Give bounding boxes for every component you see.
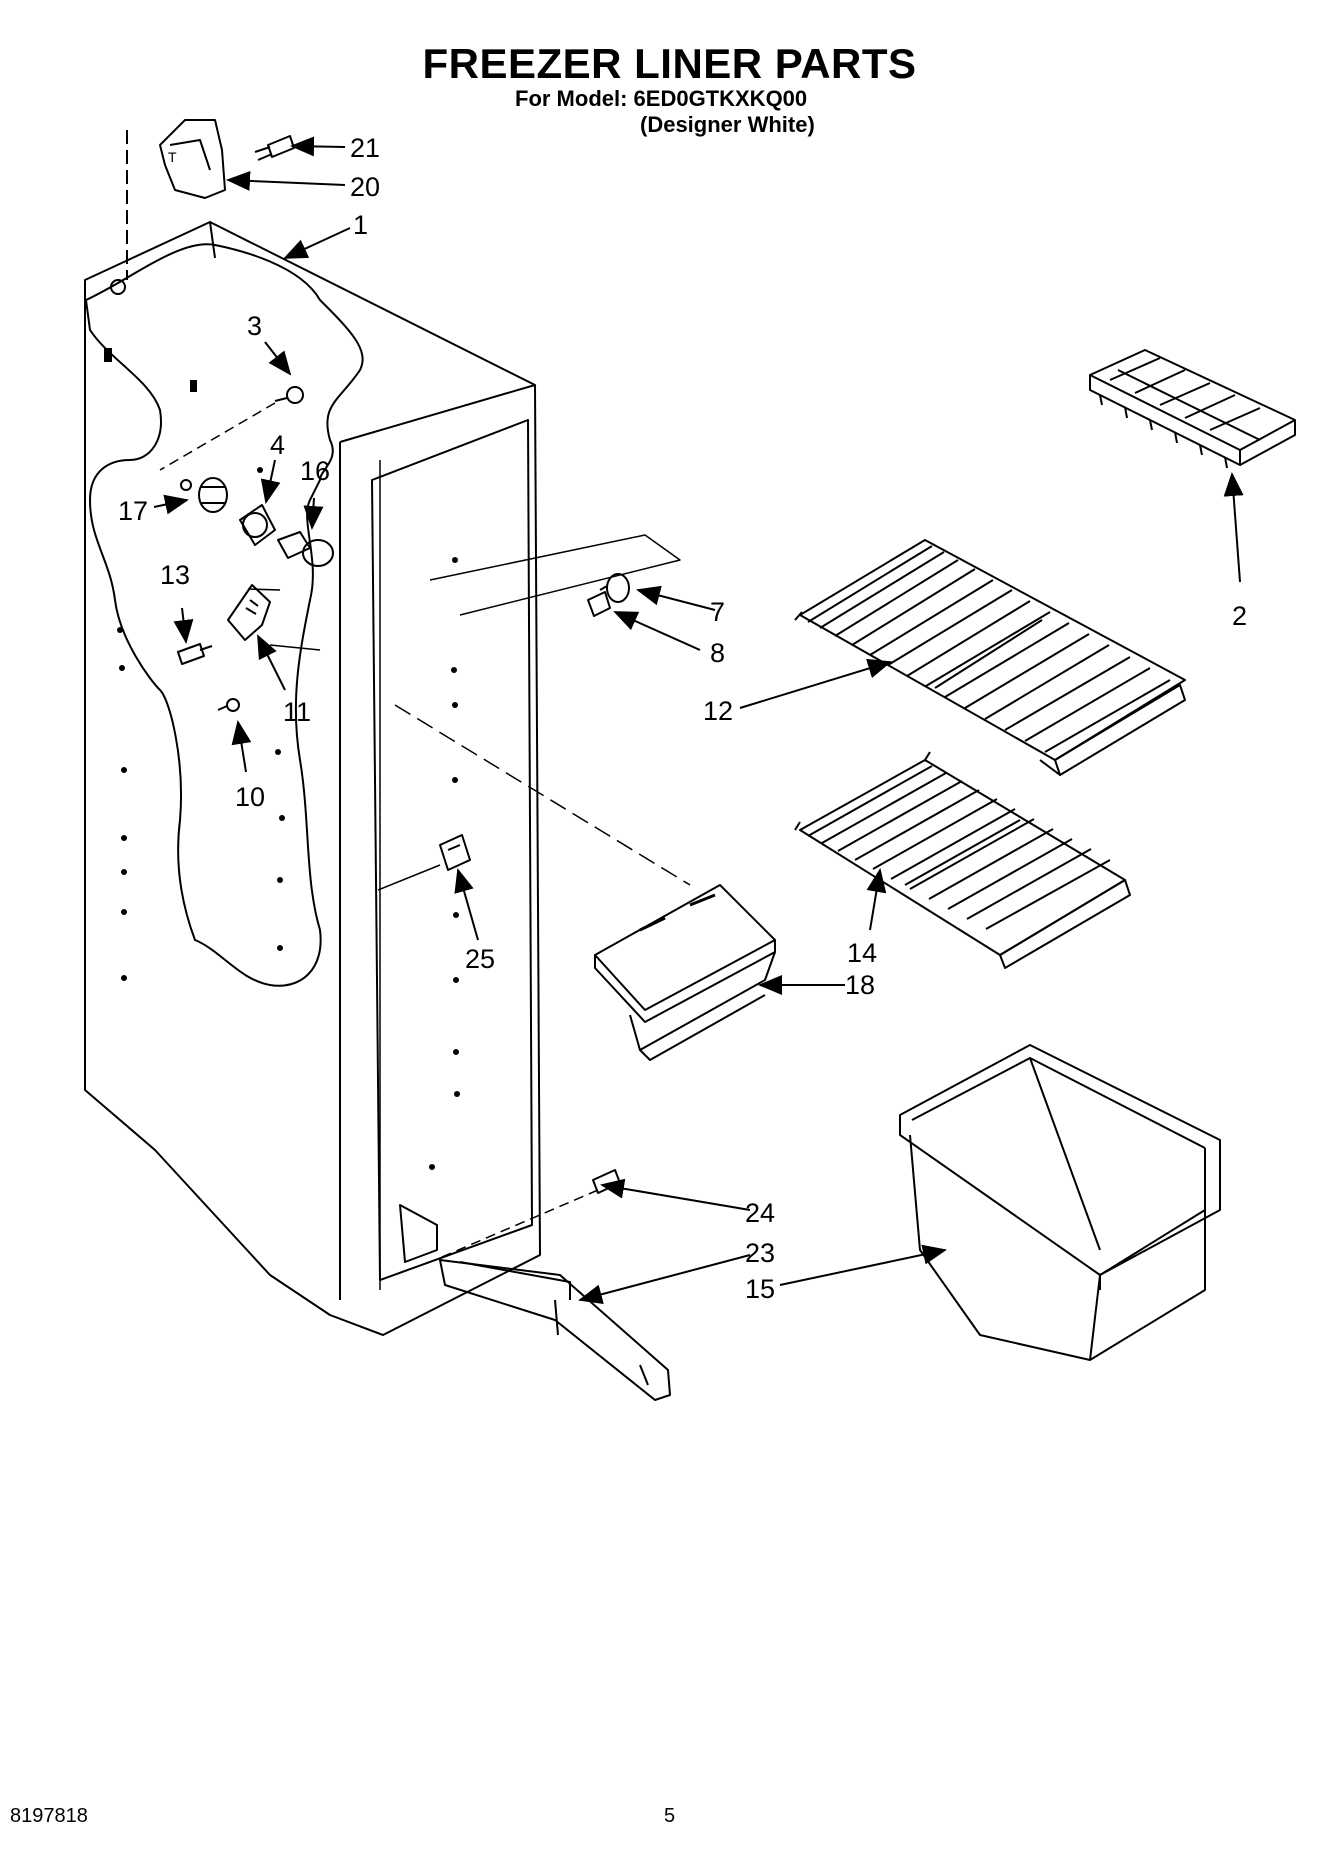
screw-24 <box>592 1169 621 1194</box>
light-socket-4 <box>239 504 276 546</box>
wire-shelf-14 <box>794 751 1131 969</box>
callout-8: 8 <box>710 638 725 668</box>
callout-15: 15 <box>745 1274 775 1304</box>
callout-4: 4 <box>270 430 285 460</box>
callout-16: 16 <box>300 456 330 486</box>
callout-21: 21 <box>350 133 380 163</box>
freezer-liner-drawing <box>84 221 541 1336</box>
light-housing-20: T <box>159 119 226 199</box>
page-number: 5 <box>664 1805 676 1827</box>
diagram-title: FREEZER LINER PARTS <box>422 40 917 87</box>
rail-23 <box>439 1259 671 1401</box>
ice-tray-2 <box>1089 349 1296 469</box>
bracket-7 <box>599 573 630 603</box>
callout-23: 23 <box>745 1238 775 1268</box>
callout-12: 12 <box>703 696 733 726</box>
callout-14: 14 <box>847 938 877 968</box>
document-number: 8197818 <box>10 1805 88 1827</box>
ice-bin-15 <box>899 1044 1221 1361</box>
switch-11 <box>227 584 271 641</box>
callout-3: 3 <box>247 311 262 341</box>
screw-13 <box>177 643 213 665</box>
screw-8 <box>587 591 611 617</box>
callout-13: 13 <box>160 560 190 590</box>
callout-20: 20 <box>350 172 380 202</box>
screw-3 <box>274 386 304 404</box>
callout-24: 24 <box>745 1198 775 1228</box>
guide-18 <box>594 884 776 1061</box>
wire-shelf-12 <box>794 539 1186 776</box>
model-line: For Model: 6ED0GTKXKQ00 <box>515 86 808 111</box>
plug-10 <box>217 698 240 712</box>
callout-7: 7 <box>710 597 725 627</box>
socket-17 <box>180 477 228 513</box>
color-line: (Designer White) <box>640 112 815 137</box>
callout-25: 25 <box>465 944 495 974</box>
callout-18: 18 <box>845 970 875 1000</box>
callout-2: 2 <box>1232 601 1247 631</box>
light-bulb-16 <box>277 531 334 567</box>
callout-17: 17 <box>118 496 148 526</box>
switch-25 <box>439 834 471 871</box>
callout-10: 10 <box>235 782 265 812</box>
svg-text:T: T <box>168 149 177 165</box>
callout-1: 1 <box>353 210 368 240</box>
screw-21 <box>254 135 295 161</box>
callout-11: 11 <box>283 697 311 727</box>
